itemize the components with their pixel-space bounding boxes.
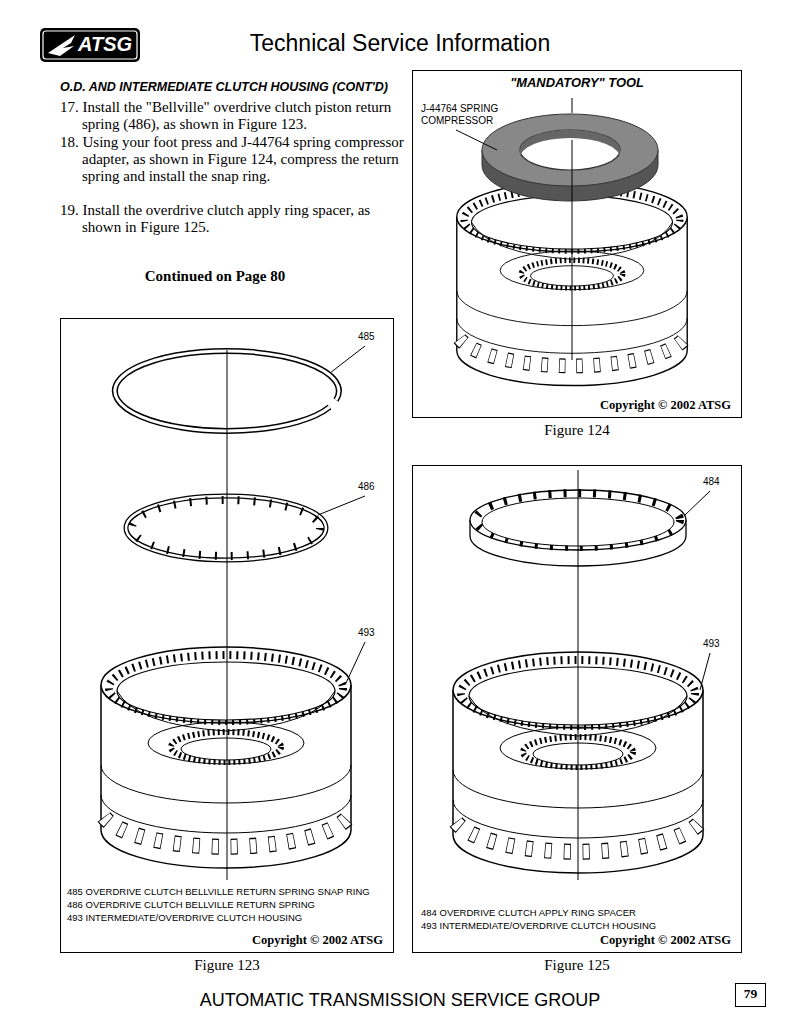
callout-number: 486 bbox=[358, 481, 375, 493]
figure-frame: 485 486 493 485 OVERDRIVE CLUTCH BELLVILLE … bbox=[60, 318, 394, 953]
callout-number: 484 bbox=[703, 476, 720, 488]
callout-number: 493 bbox=[358, 627, 375, 639]
figure-heading: "MANDATORY" TOOL bbox=[413, 75, 741, 90]
part-list-item: 484 OVERDRIVE CLUTCH APPLY RING SPACER bbox=[421, 907, 636, 919]
part-list-item: 493 INTERMEDIATE/OVERDRIVE CLUTCH HOUSIN… bbox=[421, 920, 656, 932]
part-list-item: 493 INTERMEDIATE/OVERDRIVE CLUTCH HOUSIN… bbox=[67, 912, 302, 924]
continued-note: Continued on Page 80 bbox=[60, 268, 370, 285]
callout-number: 493 bbox=[703, 638, 720, 650]
procedure-step: 19. Install the overdrive clutch apply r… bbox=[60, 202, 405, 236]
copyright-note: Copyright © 2002 ATSG bbox=[600, 933, 731, 948]
callout-number: 485 bbox=[358, 331, 375, 343]
figure-caption: Figure 124 bbox=[413, 422, 741, 439]
figure-caption: Figure 123 bbox=[61, 957, 393, 974]
logo-text: ATSG bbox=[78, 33, 132, 56]
part-list-item: 486 OVERDRIVE CLUTCH BELLVILLE RETURN SP… bbox=[67, 899, 315, 911]
tool-label: J-44764 SPRING COMPRESSOR bbox=[421, 103, 513, 127]
copyright-note: Copyright © 2002 ATSG bbox=[252, 933, 383, 948]
logo-box: ATSG bbox=[40, 28, 140, 62]
page-number: 79 bbox=[736, 986, 765, 1002]
part-list-item: 485 OVERDRIVE CLUTCH BELLVILLE RETURN SP… bbox=[67, 886, 370, 898]
footer-text: AUTOMATIC TRANSMISSION SERVICE GROUP bbox=[0, 990, 800, 1011]
figure-caption: Figure 125 bbox=[413, 957, 741, 974]
procedure-step: 18. Using your foot press and J-44764 sp… bbox=[60, 134, 405, 185]
figure-frame: 484 493 484 OVERDRIVE CLUTCH APPLY RING SP… bbox=[412, 465, 742, 953]
copyright-note: Copyright © 2002 ATSG bbox=[600, 398, 731, 413]
section-heading: O.D. AND INTERMEDIATE CLUTCH HOUSING (CO… bbox=[60, 80, 388, 94]
page-number-box: 79 bbox=[735, 983, 766, 1007]
figure-frame: "MANDATORY" TOOL J-44764 SPRING COMPRESSO… bbox=[412, 70, 742, 418]
procedure-step: 17. Install the "Bellville" overdrive cl… bbox=[60, 99, 405, 133]
